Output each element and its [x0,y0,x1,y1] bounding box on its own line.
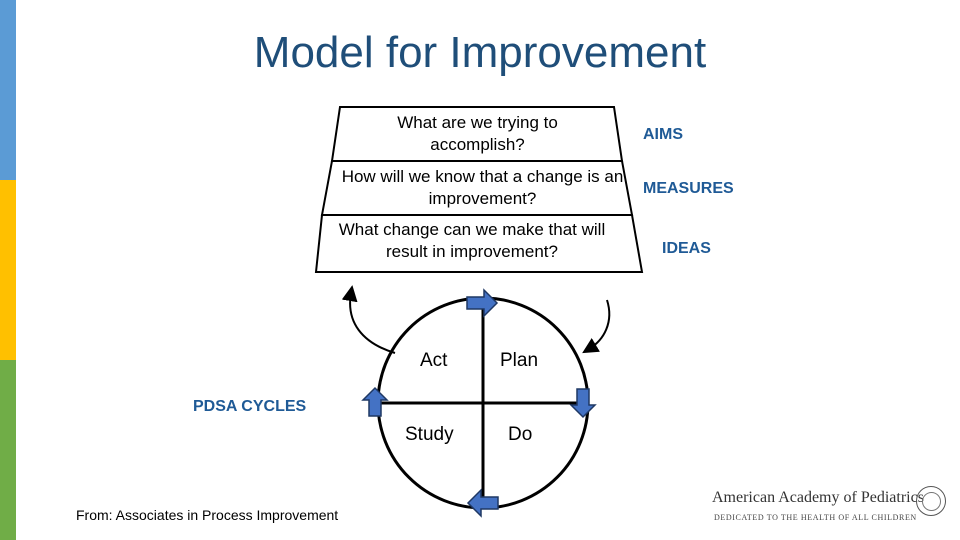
aim-question: What are we trying to accomplish? [397,113,558,154]
measure-question: How will we know that a change is an imp… [341,167,624,208]
aap-logo: American Academy of Pediatrics DEDICATED… [712,483,952,533]
cycle-arrow-left-icon [361,386,389,417]
aap-logo-tagline: DEDICATED TO THE HEALTH OF ALL CHILDREN [714,513,917,522]
ideas-label: IDEAS [662,240,711,257]
cycle-arrow-top-icon [466,288,499,318]
cycle-arrows [361,288,597,518]
side-band-green [0,360,16,540]
right-curved-arrow [582,299,611,354]
cycle-arrow-bottom-icon [466,488,499,518]
left-curved-arrow [341,285,396,354]
cycle-act-label: Act [420,350,448,371]
cycle-plan-label: Plan [500,350,539,371]
idea-trapezoid [314,214,644,273]
cycle-do-label: Do [508,424,533,445]
aims-label: AIMS [643,126,683,143]
cycle-arrow-right-icon [569,388,597,419]
slide-title: Model for Improvement [253,28,707,77]
measures-label: MEASURES [643,180,734,197]
aap-logo-name: American Academy of Pediatrics [712,489,924,506]
pdsa-cycles-label: PDSA CYCLES [193,398,307,415]
source-citation: From: Associates in Process Improvement [76,507,339,523]
idea-question: What change can we make that will result… [338,220,606,261]
aap-seal-icon [916,486,946,516]
cycle-study-label: Study [405,424,454,445]
side-band-yellow [0,180,16,360]
side-band-blue [0,0,16,180]
